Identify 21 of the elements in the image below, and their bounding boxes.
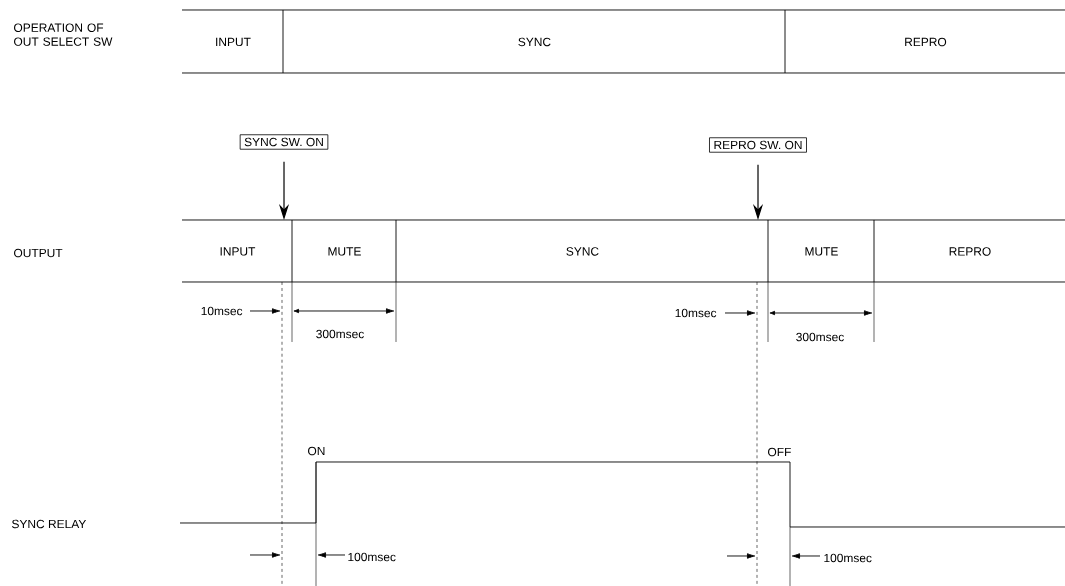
- band-segment: INPUT: [181, 219, 293, 283]
- band-segment: INPUT: [181, 9, 284, 74]
- dimension-label: 100msec: [824, 553, 872, 563]
- row-label: OUTPUT: [14, 248, 63, 258]
- band-segment: SYNC: [395, 219, 769, 283]
- dimension-label: 100msec: [348, 552, 396, 562]
- row-label: OPERATION OF OUT SELECT SW: [14, 23, 113, 46]
- band-segment: MUTE: [767, 219, 875, 283]
- dimension-label: 300msec: [796, 332, 844, 342]
- state-label: OFF: [768, 447, 791, 457]
- band-segment: SYNC: [282, 9, 786, 74]
- band-segment: REPRO: [873, 219, 1065, 283]
- state-label: ON: [308, 446, 325, 456]
- callout-box: REPRO SW. ON: [709, 137, 807, 153]
- callout-box: SYNC SW. ON: [239, 134, 329, 150]
- dimension-label: 300msec: [316, 329, 364, 339]
- row-label: SYNC RELAY: [12, 519, 87, 529]
- dimension-label: 10msec: [675, 308, 717, 318]
- dimension-label: 10msec: [201, 306, 243, 316]
- band-segment: REPRO: [784, 9, 1065, 74]
- band-segment: MUTE: [291, 219, 397, 283]
